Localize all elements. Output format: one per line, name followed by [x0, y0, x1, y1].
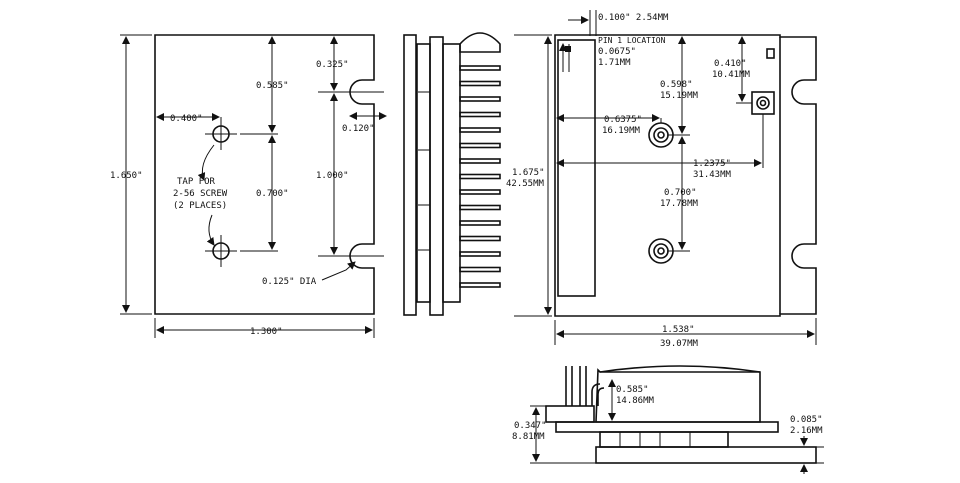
tap-note-line-2: 2-56 SCREW [173, 189, 228, 199]
heatsink-fin [459, 220, 501, 226]
dim-585-in: 0.585" [616, 385, 649, 395]
heatsink-fin [459, 189, 501, 195]
plate-top-view: 1.650" 1.300" 0.325" 0.585" 0.400" 0.120… [110, 34, 387, 338]
dim-right-height-mm: 42.55MM [506, 179, 545, 189]
dim-width-label: 1.300" [250, 327, 283, 337]
heatsink-fin [459, 96, 501, 102]
pin-marker-square [751, 91, 775, 115]
dim-085-in: 0.085" [790, 415, 823, 425]
dim-12375-in: 1.2375" [693, 159, 731, 169]
dim-notch-dia-label: 0.125" DIA [262, 277, 317, 287]
heatsink-fin [459, 204, 501, 211]
profile-body [595, 368, 761, 423]
baseplate-side [403, 34, 417, 316]
dim-700-in: 0.700" [664, 188, 697, 198]
component-face-view: 0.100" 2.54MM PIN 1 LOCATION 0.0675" 1.7… [506, 10, 817, 349]
dim-347-mm: 8.81MM [512, 432, 545, 442]
heatsink-fin [459, 282, 501, 288]
plate-outline [154, 34, 375, 315]
dim-notch-spacing-label: 1.000" [316, 171, 349, 181]
heatsink-fin [459, 235, 501, 242]
dim-hole-vertical-label: 0.585" [256, 81, 289, 91]
component-outline [554, 34, 817, 317]
heatsink-fin [459, 158, 501, 164]
heatsink-fins [459, 65, 501, 288]
heatsink-fin [459, 142, 501, 149]
dim-12375-mm: 31.43MM [693, 170, 732, 180]
dim-height-label: 1.650" [110, 171, 143, 181]
heatsink-fin [459, 266, 501, 273]
pin-location-in: 0.0675" [598, 47, 636, 57]
dim-700-mm: 17.78MM [660, 199, 699, 209]
dim-right-width-mm: 39.07MM [660, 339, 699, 349]
heatsink-cap [459, 32, 501, 53]
tap-note-line-3: (2 PLACES) [173, 201, 227, 211]
dim-598-mm: 15.19MM [660, 91, 699, 101]
dim-notch-depth-label: 0.120" [342, 124, 375, 134]
dim-598-in: 0.598" [660, 80, 693, 90]
dim-6375-mm: 16.19MM [602, 126, 641, 136]
dim-6375-in: 0.6375" [604, 115, 642, 125]
heatsink-fin [459, 251, 501, 257]
pin-strip [557, 39, 596, 297]
profile-view: 0.585" 14.86MM 0.347" 8.81MM 0.085" 2.16… [512, 365, 824, 474]
dim-top-pitch-label: 0.100" 2.54MM [598, 13, 669, 23]
pin-location-label: PIN 1 LOCATION [598, 36, 666, 45]
dim-585-mm: 14.86MM [616, 396, 655, 406]
dim-notch-top-label: 0.325" [316, 60, 349, 70]
tap-note-line-1: TAP FOR [177, 177, 216, 187]
heatsink-fin [459, 80, 501, 87]
heatsink-fin [459, 65, 501, 71]
dim-410-in: 0.410" [714, 59, 747, 69]
dim-347-in: 0.347" [514, 421, 547, 431]
dim-hole-spacing-label: 0.700" [256, 189, 289, 199]
heatsink-fin [459, 111, 501, 118]
pin-location-mm: 1.71MM [598, 58, 631, 68]
profile-base-plate [595, 446, 817, 464]
dim-410-mm: 10.41MM [712, 70, 751, 80]
side-view-heatsink [403, 32, 501, 316]
dim-right-height-in: 1.675" [512, 168, 545, 178]
dim-hole-horizontal-label: 0.400" [170, 114, 203, 124]
heatsink-fin [459, 127, 501, 133]
dim-085-mm: 2.16MM [790, 426, 823, 436]
heatsink-fin [459, 173, 501, 180]
dim-right-width-in: 1.538" [662, 325, 695, 335]
